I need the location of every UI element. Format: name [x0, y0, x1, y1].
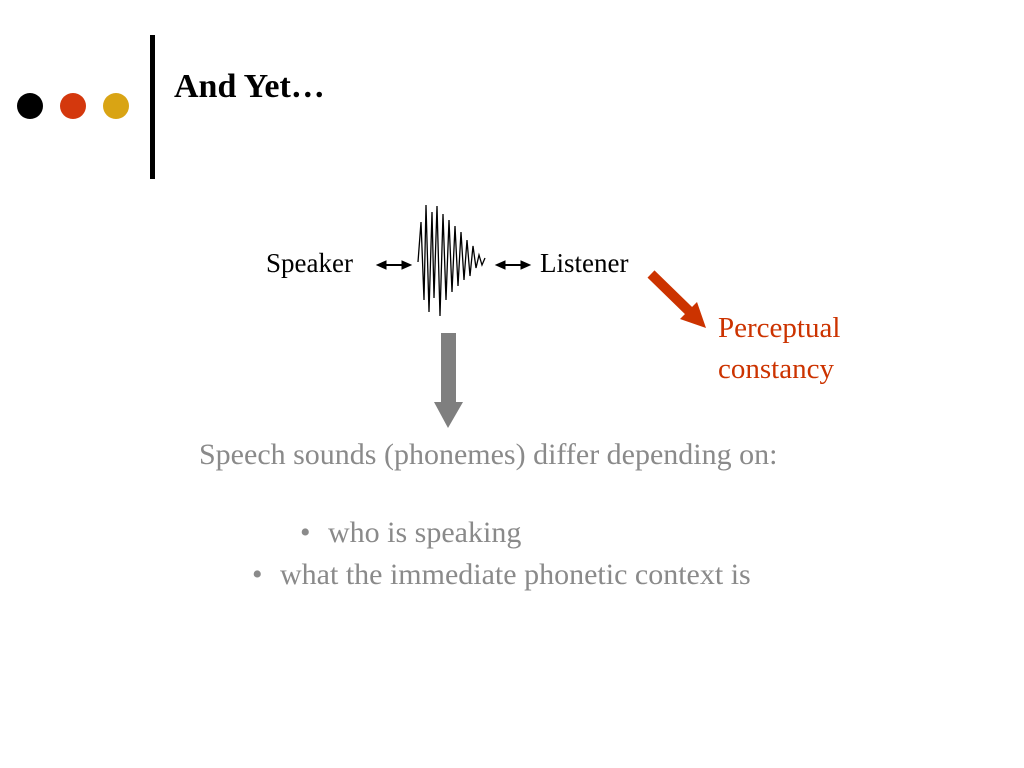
bullet-text: who is speaking	[328, 516, 522, 549]
perceptual-line: Perceptual	[718, 312, 841, 344]
listener-label: Listener	[540, 248, 629, 278]
body-intro-text: Speech sounds (phonemes) differ dependin…	[199, 438, 778, 471]
bullet-icon: •	[252, 558, 263, 591]
decor-dot-black	[17, 93, 43, 119]
double-headed-arrow-icon-left	[375, 260, 413, 270]
bullet-icon: •	[300, 516, 311, 549]
double-headed-arrow-icon-right	[494, 260, 532, 270]
bullet-item: • what the immediate phonetic context is	[252, 558, 751, 592]
speaker-label: Speaker	[266, 248, 353, 278]
perceptual-constancy-label: Perceptual constancy	[718, 308, 840, 390]
bullet-text: what the immediate phonetic context is	[280, 558, 751, 591]
title-divider-bar	[150, 35, 155, 179]
slide-title: And Yet…	[174, 68, 325, 105]
perception-arrow	[647, 270, 706, 328]
down-arrow	[434, 333, 463, 428]
decor-dot-gold	[103, 93, 129, 119]
constancy-line: constancy	[718, 353, 834, 385]
bullet-item: • who is speaking	[300, 516, 521, 550]
sound-waveform-icon	[417, 204, 486, 317]
decor-dot-red	[60, 93, 86, 119]
